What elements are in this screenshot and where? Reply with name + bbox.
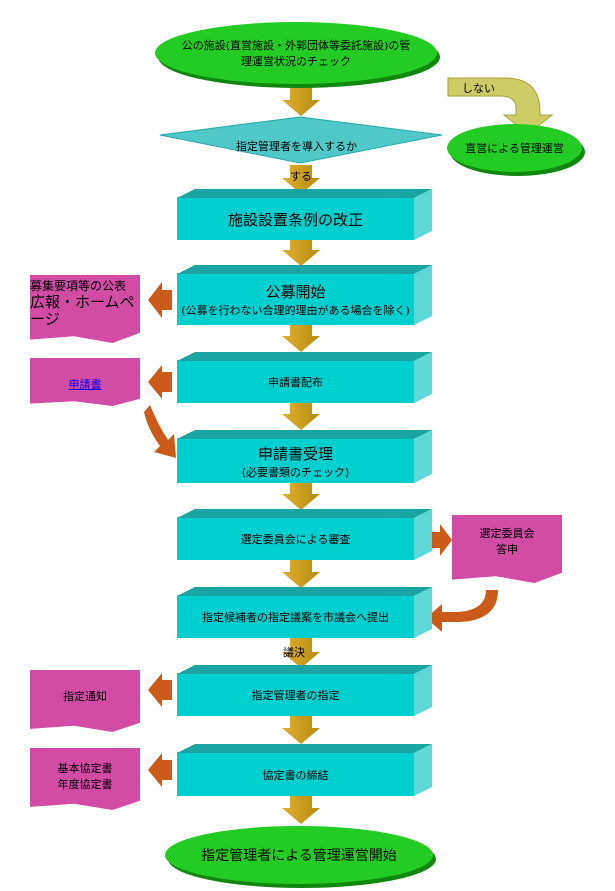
step-receive-title: 申請書受理 [257, 444, 333, 463]
step-review: 選定委員会による審査 [177, 517, 414, 560]
arrow-down [282, 638, 320, 668]
doc-application: 申請書 [30, 358, 140, 406]
doc-publicity: 募集要項等の公表 広報・ホームページ [30, 275, 140, 343]
step-ordinance-text: 施設設置条例の改正 [227, 210, 363, 229]
resolution-label: 議決 [283, 646, 305, 659]
arrow-down [282, 240, 320, 266]
doc-publicity-line2: 広報・ホームページ [30, 293, 135, 328]
step-recruit-note: (公募を行わない合理的理由がある場合を除く) [181, 304, 410, 317]
yes-label: する [290, 170, 312, 183]
arrow-curved [426, 590, 498, 632]
step-distribute-text: 申請書配布 [268, 376, 323, 389]
step-agreement-text: 協定書の締結 [262, 768, 329, 782]
end-text: 指定管理者による管理運営開始 [201, 848, 397, 864]
step-submit: 指定候補者の指定議案を市議会へ提出 [177, 595, 414, 638]
step-receive-note: (必要書類のチェック) [241, 465, 350, 479]
step-review-text: 選定委員会による審査 [240, 533, 351, 546]
doc-agreements-line2: 年度協定書 [57, 778, 113, 791]
end-terminator: 指定管理者による管理運営開始 [165, 826, 433, 884]
arrow-down [282, 716, 320, 744]
step-ordinance: 施設設置条例の改正 [177, 197, 414, 240]
step-submit-text: 指定候補者の指定議案を市議会へ提出 [202, 611, 389, 624]
step-distribute: 申請書配布 [177, 360, 414, 403]
arrow-down [282, 403, 320, 430]
doc-agreements-line1: 基本協定書 [57, 762, 113, 775]
direct-operation-text: 直営による管理運営 [465, 142, 564, 155]
arrow-left [148, 365, 172, 399]
arrow-down [282, 483, 320, 510]
arrow-curved [144, 405, 176, 458]
start-terminator: 公の施設(直営施設・外郭団体等委託施設)の管理運営状況のチェック [155, 22, 437, 84]
doc-committee-report: 選定委員会答申 [452, 515, 562, 583]
arrow-down [282, 165, 320, 194]
start-text: 公の施設(直営施設・外郭団体等委託施設)の管理運営状況のチェック [181, 39, 411, 68]
arrow-down [282, 87, 320, 116]
doc-notice: 指定通知 [30, 670, 140, 732]
doc-agreements: 基本協定書 年度協定書 [30, 748, 140, 810]
arrow-right [426, 524, 452, 556]
doc-notice-text: 指定通知 [63, 690, 107, 703]
decision-diamond [159, 116, 443, 164]
arrow-left [148, 673, 172, 707]
application-form-link[interactable]: 申請書 [68, 378, 102, 391]
no-label: しない [462, 82, 495, 95]
step-designate: 指定管理者の指定 [177, 673, 414, 716]
step-designate-text: 指定管理者の指定 [251, 689, 340, 702]
arrow-down [282, 796, 320, 824]
arrow-down [282, 325, 320, 352]
step-agreement: 協定書の締結 [177, 752, 414, 796]
arrow-left [148, 753, 172, 787]
step-recruit-title: 公募開始 [265, 283, 326, 301]
doc-committee-report-text: 選定委員会答申 [479, 527, 535, 556]
doc-publicity-line1: 募集要項等の公表 [30, 279, 127, 293]
arrow-left [148, 282, 172, 318]
step-receive: 申請書受理 (必要書類のチェック) [177, 438, 414, 483]
step-recruit: 公募開始 (公募を行わない合理的理由がある場合を除く) [177, 273, 414, 325]
arrow-down [282, 560, 320, 588]
direct-operation-terminator: 直営による管理運営 [447, 124, 582, 172]
decision-text: 指定管理者を導入するか [236, 140, 357, 153]
